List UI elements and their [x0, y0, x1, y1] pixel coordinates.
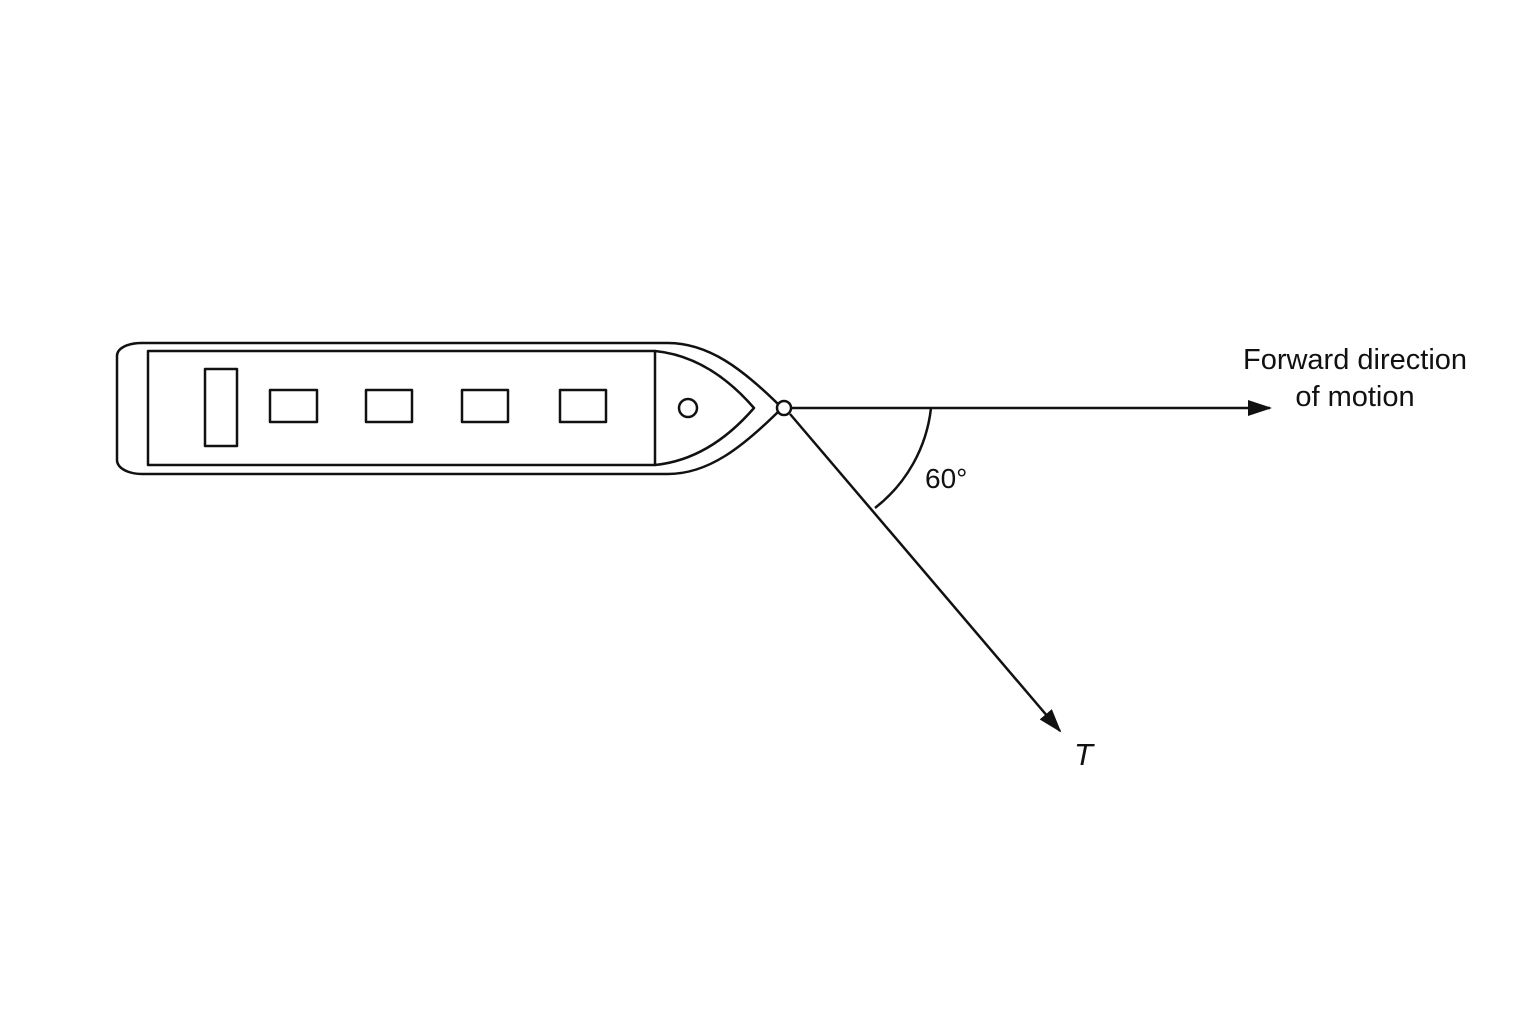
boat-deck-outline	[146, 349, 657, 467]
boat-window	[558, 388, 608, 424]
boat-cabin-long	[203, 367, 239, 448]
boat	[115, 341, 784, 476]
boat-hull-outline	[115, 341, 784, 476]
boat-bow-circle	[677, 397, 699, 419]
boat-window	[268, 388, 319, 424]
tension-arrow	[789, 413, 1062, 733]
motion-label-line2: of motion	[1295, 381, 1414, 413]
motion-label-line1: Forward direction	[1243, 344, 1467, 376]
angle-arc	[874, 407, 933, 509]
tension-label: T	[1074, 737, 1095, 772]
tow-point	[775, 399, 793, 417]
boat-window	[460, 388, 510, 424]
boat-window	[364, 388, 414, 424]
angle-label: 60°	[925, 463, 967, 494]
boat-bow-inner	[654, 349, 756, 467]
